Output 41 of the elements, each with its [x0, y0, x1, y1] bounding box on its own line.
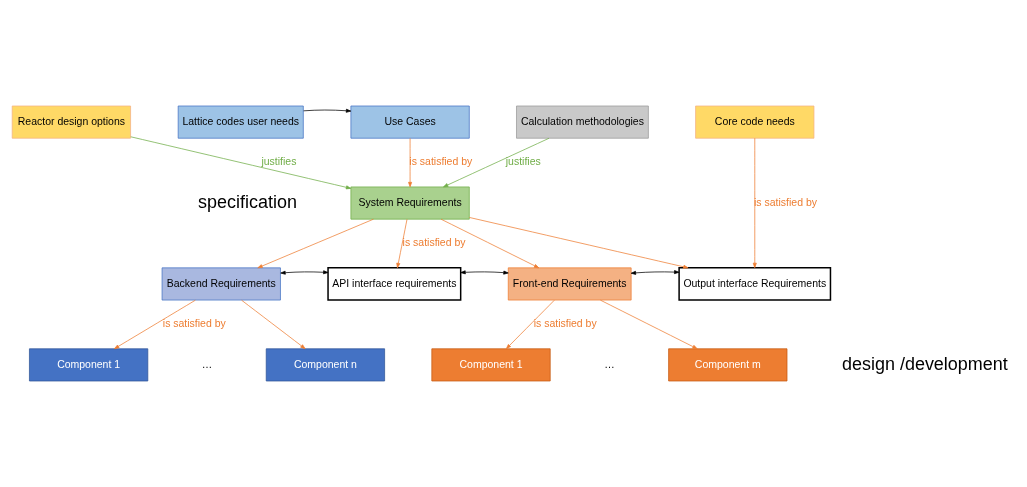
arrow	[408, 138, 413, 188]
arrow	[303, 108, 352, 113]
label: …	[604, 358, 615, 370]
node-box: Backend Requirements	[161, 267, 281, 301]
node-box: Reactor design options	[11, 105, 131, 139]
node-box: Component m	[668, 348, 788, 382]
arrow	[443, 137, 550, 188]
arrow	[468, 217, 689, 269]
arrow	[440, 218, 540, 269]
label: specification	[198, 191, 297, 212]
edge-label: justifies	[261, 156, 297, 168]
edge-label: is satisfied by	[409, 156, 473, 168]
arrow	[752, 137, 757, 269]
node-box: System Requirements	[350, 186, 470, 220]
arrow	[241, 299, 306, 350]
edge-label: is satisfied by	[402, 237, 466, 249]
edge-label: justifies	[505, 156, 541, 168]
label: design /development	[841, 353, 1008, 374]
node-box: Output interface Requirements	[678, 267, 832, 301]
arrow	[460, 270, 509, 275]
node-box: Use Cases	[350, 105, 470, 139]
node-box: Component 1	[431, 348, 551, 382]
node-box: Component n	[265, 348, 385, 382]
arrow	[130, 136, 352, 190]
node-box: Front-end Requirements	[507, 267, 632, 301]
arrow	[396, 218, 408, 269]
arrow	[600, 299, 698, 350]
node-box: Calculation methodologies	[516, 105, 649, 139]
arrow	[280, 270, 329, 275]
arrow	[114, 299, 196, 350]
node-box: Core code needs	[695, 105, 815, 139]
node-box: API interface requirements	[327, 267, 462, 301]
node-box: Lattice codes user needs	[177, 105, 304, 139]
edge-label: is satisfied by	[162, 318, 226, 330]
node-box: Component 1	[29, 348, 149, 382]
arrow	[505, 299, 555, 350]
arrow	[630, 270, 680, 275]
edge-label: is satisfied by	[754, 196, 817, 208]
label: …	[201, 358, 213, 370]
arrow	[257, 218, 374, 269]
edge-label: is satisfied by	[533, 318, 597, 330]
